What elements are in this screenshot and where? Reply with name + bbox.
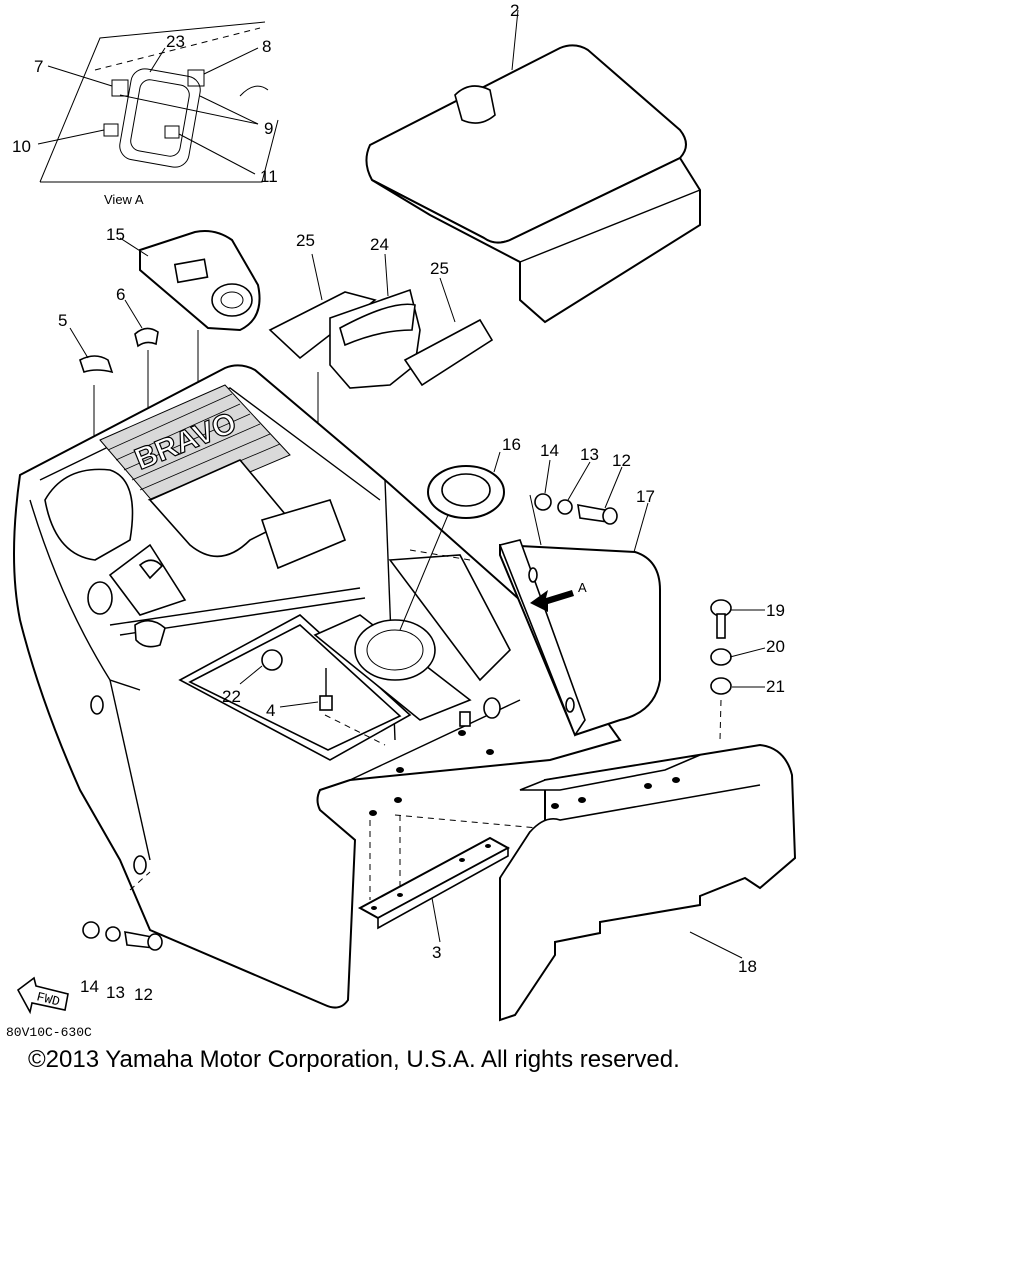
fwd-arrow: FWD	[16, 976, 69, 1015]
callout-15: 15	[106, 225, 125, 244]
svg-text:FWD: FWD	[35, 989, 62, 1009]
fastener-7	[111, 79, 129, 97]
callout-14a: 14	[540, 441, 559, 460]
callout-5: 5	[58, 311, 67, 330]
callout-25a: 25	[296, 231, 315, 250]
part-22-cap	[261, 649, 283, 671]
parts-diagram: BRAVO	[6, 1, 797, 1040]
part-16-grommet	[399, 451, 505, 631]
callout-12b: 12	[134, 985, 153, 1004]
fasteners-12-13-14-bottom	[82, 871, 163, 951]
view-a-label: View A	[104, 192, 144, 207]
callout-20: 20	[766, 637, 785, 656]
callout-10: 10	[12, 137, 31, 156]
callout-2: 2	[510, 1, 519, 20]
callout-25b: 25	[430, 259, 449, 278]
callout-13a: 13	[580, 445, 599, 464]
part-17-side-panel	[498, 494, 661, 737]
callout-labels: 2 23 8 7 9 10 11 View A 15 25 24 25 6 5 …	[6, 1, 785, 1040]
callout-6: 6	[116, 285, 125, 304]
console-body: BRAVO	[13, 364, 622, 1009]
part-15	[119, 230, 261, 510]
callout-14b: 14	[80, 977, 99, 996]
callout-21: 21	[766, 677, 785, 696]
diagram-code: 80V10C-630C	[6, 1025, 92, 1040]
part-2-lid	[365, 9, 701, 324]
view-a-inset	[37, 21, 279, 183]
part-4-pin	[279, 668, 333, 711]
callout-12a: 12	[612, 451, 631, 470]
fasteners-19-20-21	[710, 599, 766, 741]
callout-13b: 13	[106, 983, 125, 1002]
callout-3: 3	[432, 943, 441, 962]
fasteners-12-13-14-top	[534, 459, 623, 525]
callout-22: 22	[222, 687, 241, 706]
callout-4: 4	[266, 701, 275, 720]
fastener-10	[103, 123, 119, 137]
callout-19: 19	[766, 601, 785, 620]
copyright-notice: ©2013 Yamaha Motor Corporation, U.S.A. A…	[28, 1046, 680, 1073]
callout-24: 24	[370, 235, 389, 254]
callout-17: 17	[636, 487, 655, 506]
callout-9: 9	[264, 119, 273, 138]
callout-8: 8	[262, 37, 271, 56]
part-3-bracket	[357, 836, 511, 943]
callout-16: 16	[502, 435, 521, 454]
callout-7: 7	[34, 57, 43, 76]
fastener-8	[187, 69, 205, 87]
arrow-a-label: A	[578, 580, 587, 595]
part-18-bottom-panel	[499, 743, 797, 1022]
fastener-11	[164, 125, 180, 139]
part-24-25-holders	[268, 253, 494, 530]
callout-11: 11	[260, 167, 278, 186]
callout-18: 18	[738, 957, 757, 976]
callout-23: 23	[166, 32, 185, 51]
